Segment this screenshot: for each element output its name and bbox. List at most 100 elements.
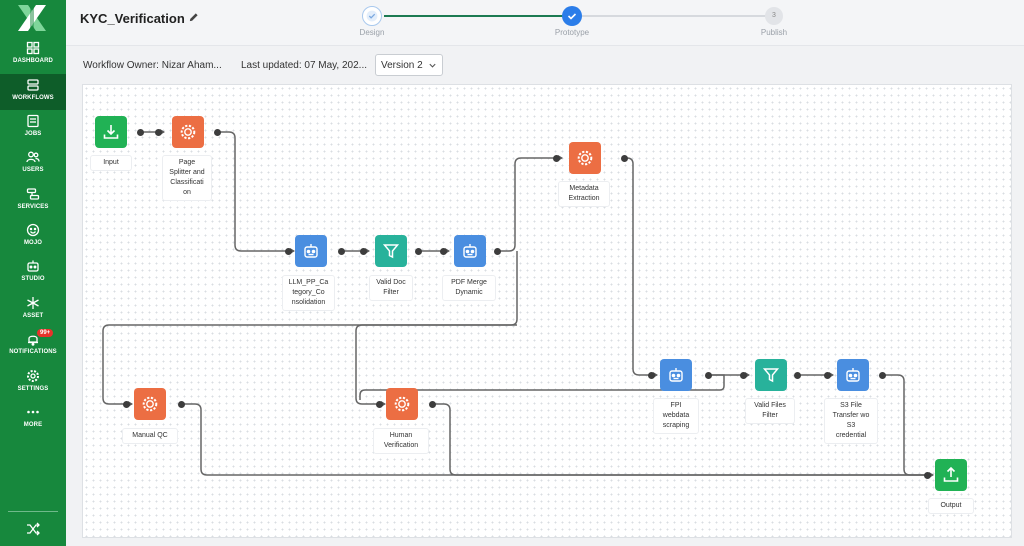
port-in[interactable] bbox=[123, 401, 130, 408]
ai-gear-icon bbox=[577, 150, 593, 166]
node-human-verification[interactable] bbox=[386, 388, 418, 420]
users-icon bbox=[26, 151, 40, 163]
port-out[interactable] bbox=[415, 248, 422, 255]
ai-gear-icon bbox=[394, 396, 410, 412]
node-label-s3-file-transfer: S3 File Transfer wo S3 credential bbox=[824, 398, 878, 444]
services-icon bbox=[26, 188, 40, 200]
sidebar-item-asset[interactable]: ASSET bbox=[0, 292, 66, 328]
download-icon bbox=[103, 125, 119, 139]
upload-icon bbox=[943, 466, 959, 482]
check-icon bbox=[567, 13, 577, 20]
port-out[interactable] bbox=[794, 372, 801, 379]
port-in[interactable] bbox=[440, 248, 447, 255]
workflow-owner: Workflow Owner: Nizar Aham... bbox=[83, 60, 222, 71]
sidebar-item-jobs[interactable]: JOBS bbox=[0, 110, 66, 146]
sidebar-item-label: JOBS bbox=[24, 131, 42, 137]
last-updated: Last updated: 07 May, 202... bbox=[241, 60, 368, 71]
sidebar-item-settings[interactable]: SETTINGS bbox=[0, 365, 66, 401]
workflow-title: KYC_Verification bbox=[80, 11, 185, 26]
node-label-metadata-extraction: Metadata Extraction bbox=[558, 181, 610, 207]
studio-icon bbox=[27, 260, 39, 272]
header: KYC_Verification 3 Design Prototype Publ… bbox=[66, 0, 1024, 46]
sidebar-item-label: MORE bbox=[23, 422, 43, 428]
node-fpi-webdata[interactable] bbox=[660, 359, 692, 391]
port-out[interactable] bbox=[137, 129, 144, 136]
port-in[interactable] bbox=[824, 372, 831, 379]
sidebar-item-dashboard[interactable]: DASHBOARD bbox=[0, 37, 66, 73]
port-out[interactable] bbox=[214, 129, 221, 136]
robot-icon bbox=[669, 368, 683, 382]
sidebar-item-label: ASSET bbox=[22, 313, 44, 319]
node-output[interactable] bbox=[935, 459, 967, 491]
robot-icon bbox=[304, 244, 318, 258]
port-out[interactable] bbox=[705, 372, 712, 379]
version-value: Version 2 bbox=[381, 60, 423, 71]
port-in[interactable] bbox=[740, 372, 747, 379]
step-prototype[interactable] bbox=[562, 6, 582, 26]
workflow-canvas[interactable] bbox=[82, 84, 1012, 538]
sidebar-divider bbox=[8, 511, 58, 512]
sidebar-item-label: WORKFLOWS bbox=[12, 95, 54, 101]
notification-badge: 99+ bbox=[37, 329, 54, 337]
sidebar-item-workflows[interactable]: WORKFLOWS bbox=[0, 74, 66, 110]
sidebar-item-services[interactable]: SERVICES bbox=[0, 183, 66, 219]
node-pdf-merge[interactable] bbox=[454, 235, 486, 267]
port-out[interactable] bbox=[494, 248, 501, 255]
sidebar-item-studio[interactable]: STUDIO bbox=[0, 255, 66, 291]
node-valid-files-filter[interactable] bbox=[755, 359, 787, 391]
more-icon bbox=[27, 410, 39, 414]
workflows-icon bbox=[27, 79, 39, 91]
port-out[interactable] bbox=[621, 155, 628, 162]
node-page-splitter[interactable] bbox=[172, 116, 204, 148]
node-label-valid-files-filter: Valid Files Filter bbox=[745, 398, 795, 424]
node-label-valid-doc-filter: Valid Doc Filter bbox=[369, 275, 413, 301]
sidebar-item-more[interactable]: MORE bbox=[0, 401, 66, 437]
port-in[interactable] bbox=[648, 372, 655, 379]
sidebar-item-label: NOTIFICATIONS bbox=[9, 349, 57, 355]
ai-gear-icon bbox=[180, 124, 196, 140]
filter-icon bbox=[762, 368, 780, 383]
node-s3-file-transfer[interactable] bbox=[837, 359, 869, 391]
port-in[interactable] bbox=[155, 129, 162, 136]
ai-gear-icon bbox=[142, 396, 158, 412]
port-in[interactable] bbox=[285, 248, 292, 255]
step-label-prototype: Prototype bbox=[554, 28, 590, 37]
stepper-line-done bbox=[384, 15, 572, 17]
node-manual-qc[interactable] bbox=[134, 388, 166, 420]
sidebar-item-mojo[interactable]: MOJO bbox=[0, 219, 66, 255]
step-design[interactable] bbox=[362, 6, 382, 26]
node-label-llm-pp: LLM_PP_Ca tegory_Co nsolidation bbox=[282, 275, 335, 311]
sidebar-item-label: MOJO bbox=[23, 240, 43, 246]
port-out[interactable] bbox=[338, 248, 345, 255]
port-in[interactable] bbox=[376, 401, 383, 408]
node-label-pdf-merge: PDF Merge Dynamic bbox=[442, 275, 496, 301]
node-llm-pp[interactable] bbox=[295, 235, 327, 267]
chevron-down-icon bbox=[429, 63, 436, 68]
port-in[interactable] bbox=[924, 472, 931, 479]
gear-icon bbox=[27, 370, 39, 382]
node-input[interactable] bbox=[95, 116, 127, 148]
sidebar-item-users[interactable]: USERS bbox=[0, 146, 66, 182]
node-label-output: Output bbox=[928, 498, 974, 514]
sidebar-item-label: SETTINGS bbox=[17, 386, 49, 392]
port-out[interactable] bbox=[879, 372, 886, 379]
port-out[interactable] bbox=[429, 401, 436, 408]
dashboard-icon bbox=[26, 41, 40, 55]
port-in[interactable] bbox=[360, 248, 367, 255]
sidebar-item-notifications[interactable]: 99+ NOTIFICATIONS bbox=[0, 328, 66, 364]
app-logo[interactable] bbox=[12, 3, 52, 33]
port-in[interactable] bbox=[553, 155, 560, 162]
node-valid-doc-filter[interactable] bbox=[375, 235, 407, 267]
shuffle-icon[interactable] bbox=[26, 522, 40, 536]
sidebar-item-label: USERS bbox=[22, 167, 44, 173]
node-label-fpi-webdata: FPI webdata scraping bbox=[653, 398, 699, 434]
version-select[interactable]: Version 2 bbox=[375, 54, 443, 76]
step-publish[interactable]: 3 bbox=[765, 7, 783, 25]
node-metadata-extraction[interactable] bbox=[569, 142, 601, 174]
check-icon bbox=[366, 10, 378, 22]
robot-icon bbox=[846, 368, 860, 382]
stepper-line-pending bbox=[582, 15, 768, 17]
pencil-icon[interactable] bbox=[188, 12, 199, 23]
port-out[interactable] bbox=[178, 401, 185, 408]
step-label-design: Design bbox=[359, 28, 385, 37]
